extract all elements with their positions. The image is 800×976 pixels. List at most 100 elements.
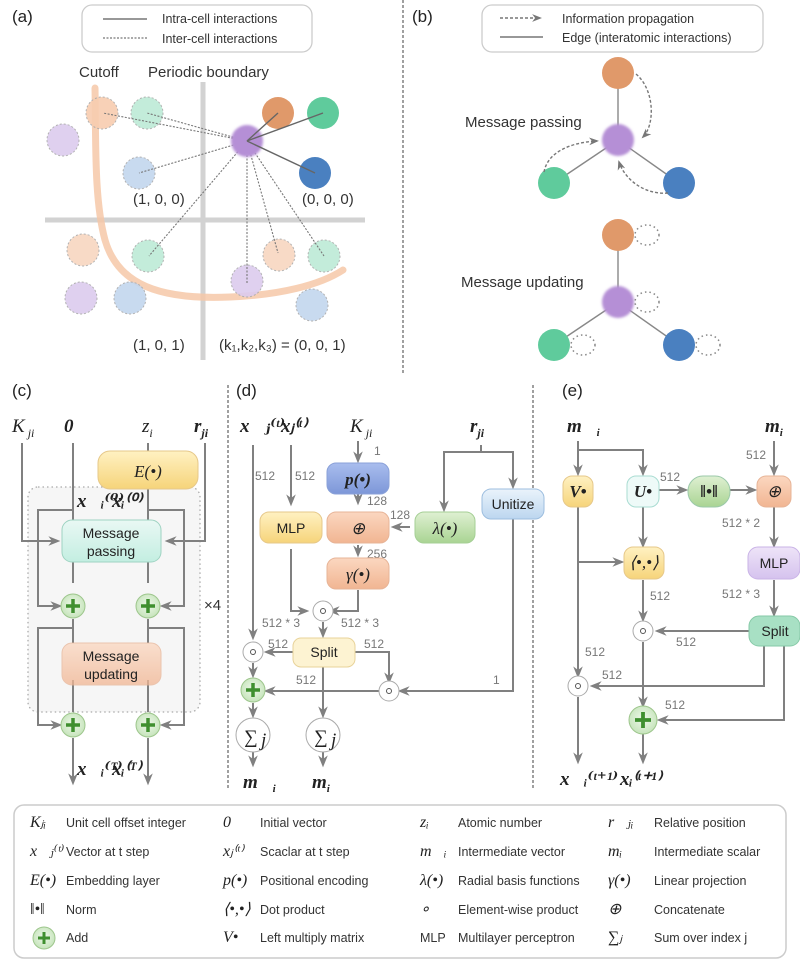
split-label: Split xyxy=(310,644,337,660)
propagation-arrow-orange xyxy=(635,73,652,139)
legend-description: Linear projection xyxy=(654,874,746,888)
legend-description: Unit cell offset integer xyxy=(66,816,186,830)
dim-split-right: 512 xyxy=(364,637,384,651)
split-label: Split xyxy=(761,623,788,639)
input-zero-vector: 0 xyxy=(64,416,74,437)
legend-description: Norm xyxy=(66,903,97,917)
embedding-label: E(•) xyxy=(133,462,162,481)
legend-symbol: MLP xyxy=(420,931,446,945)
legend-symbol: λ(•) xyxy=(419,872,443,889)
message-updating-text-1: Message xyxy=(83,648,140,664)
legend-item: V•Left multiply matrix xyxy=(223,929,365,946)
legend-symbol: γ(•) xyxy=(608,872,631,889)
dim-u-out: 512 xyxy=(660,470,680,484)
dim-pos-out: 128 xyxy=(367,494,387,508)
legend-inter: Inter-cell interactions xyxy=(162,32,277,46)
projection-box xyxy=(326,557,390,590)
init-vector-label: x⃗ᵢ⁽⁰⁾ xyxy=(76,491,124,512)
add-node xyxy=(135,593,161,619)
mlp-label: MLP xyxy=(760,555,789,571)
positional-encoding-box xyxy=(326,462,390,495)
sum-node: ∑ j xyxy=(305,717,341,753)
legend-item: ‖•‖Norm xyxy=(30,901,97,918)
legend-item: mᵢ Intermediate scalar xyxy=(608,843,760,860)
legend-symbol: Kⱼᵢ xyxy=(29,814,46,831)
output-vector-label: x⃗ᵢ⁽ᵀ⁾ xyxy=(76,759,123,780)
legend-item: ∘Element-wise product xyxy=(420,901,579,918)
cutoff-arc xyxy=(91,84,347,301)
elementwise-product-node xyxy=(567,675,589,697)
dim-mlp-out: 512 * 3 xyxy=(722,587,760,601)
concat-box xyxy=(326,511,390,544)
repeat-label: ×4 xyxy=(204,597,221,614)
atom-orange xyxy=(602,219,634,251)
propagation-arrow-blue xyxy=(617,160,669,194)
input-r: rji xyxy=(194,416,209,440)
legend-item: λ(•)Radial basis functions xyxy=(419,872,580,889)
concat-label: ⊕ xyxy=(767,482,782,501)
dim-proj-out: 512 * 3 xyxy=(341,616,379,630)
panel-b-legend-box xyxy=(481,4,764,53)
legend-symbol: ∘ xyxy=(420,901,430,918)
legend-description: Atomic number xyxy=(458,816,542,830)
panel-d-tag: (d) xyxy=(236,381,257,400)
panel-a: (a) Intra-cell interactions Inter-cell i… xyxy=(12,4,365,360)
norm-label: ‖•‖ xyxy=(700,482,718,501)
legend-symbol: mᵢ xyxy=(608,843,622,860)
atom-green-image xyxy=(130,96,164,130)
dim-v-out: 512 xyxy=(585,645,605,659)
dim-split-down: 512 xyxy=(296,673,316,687)
input-r: rji xyxy=(470,416,485,440)
legend-symbol: r⃗ⱼᵢ xyxy=(608,814,633,831)
message-passing-box xyxy=(61,519,162,563)
svg-text:j: j xyxy=(258,730,266,751)
input-x-scalar: xⱼ⁽ᵗ⁾ xyxy=(280,416,309,437)
embedding-box xyxy=(97,450,199,490)
unitize-box xyxy=(481,488,545,520)
dim-mlp-out: 512 * 3 xyxy=(262,616,300,630)
output-m-vector: m⃗i xyxy=(243,772,277,795)
panel-b: (b) Information propagation Edge (intera… xyxy=(412,4,764,361)
input-m-vector: m⃗i xyxy=(567,416,601,439)
message-passing-text-2: passing xyxy=(87,543,135,559)
atom-purple-image xyxy=(64,281,98,315)
dim-k-in: 1 xyxy=(374,444,381,458)
positional-encoding-label: p(•) xyxy=(343,470,371,489)
mlp-label: MLP xyxy=(277,520,306,536)
periodic-boundary-label: Periodic boundary xyxy=(148,64,269,81)
atom-blue xyxy=(663,329,695,361)
legend-description: Scaclar at t step xyxy=(260,845,350,859)
legend-description: Add xyxy=(66,931,88,945)
atom-orange-image xyxy=(66,233,100,267)
atom-blue-image xyxy=(113,281,147,315)
atom-purple xyxy=(602,286,634,318)
v-matrix-box xyxy=(562,475,594,508)
atom-orange xyxy=(602,57,634,89)
dim-concat-out: 512 * 2 xyxy=(722,516,760,530)
intra-cell-interactions xyxy=(246,112,324,174)
legend-description: Concatenate xyxy=(654,903,725,917)
legend-description: Relative position xyxy=(654,816,746,830)
output-x-scalar: xᵢ⁽ᵗ⁺¹⁾ xyxy=(619,769,664,790)
panel-b-tag: (b) xyxy=(412,7,433,26)
output-scalar-label: xᵢ⁽ᵀ⁾ xyxy=(111,759,143,780)
panel-e: (e) m⃗i mi 512 512 512 * 2 512 512 * 3 5… xyxy=(559,381,800,790)
message-updating-box xyxy=(61,642,162,686)
mlp-box xyxy=(747,546,800,580)
legend-description: Intermediate vector xyxy=(458,845,565,859)
atom-purple-image xyxy=(46,123,80,157)
cell-label-000: (0, 0, 0) xyxy=(302,191,354,208)
dim-split-a: 512 xyxy=(676,635,696,649)
output-m-scalar: mi xyxy=(312,772,331,795)
legend-description: Intermediate scalar xyxy=(654,845,760,859)
concat-box xyxy=(756,475,792,508)
projection-label: γ(•) xyxy=(346,565,370,584)
legend-symbol: xⱼ⁽ᵗ⁾ xyxy=(222,843,246,860)
legend-symbol: E(•) xyxy=(29,872,56,889)
input-m-scalar: mi xyxy=(765,416,784,439)
v-matrix-label: V• xyxy=(569,482,586,501)
message-updating-text-2: updating xyxy=(84,666,138,682)
legend-symbol: V• xyxy=(223,929,238,946)
